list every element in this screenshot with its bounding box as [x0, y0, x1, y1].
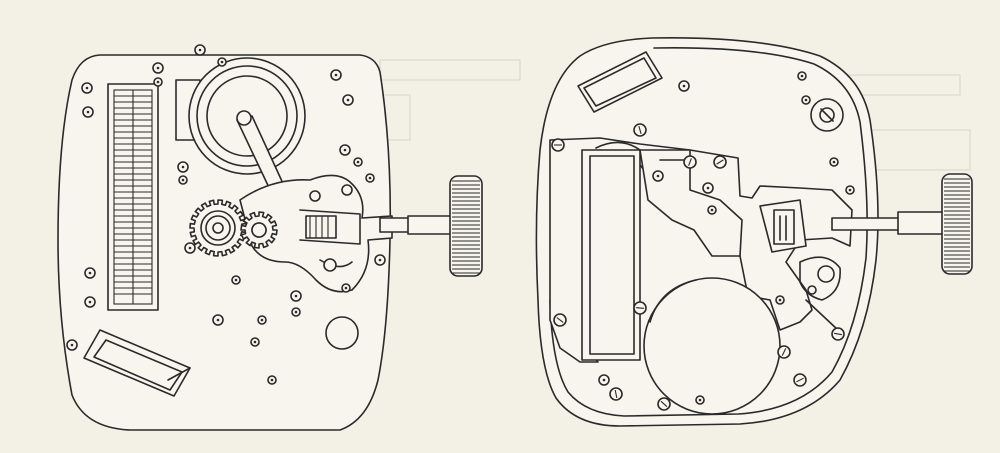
rotor-and-gears: [189, 199, 278, 257]
movement-dial-side: [57, 44, 483, 431]
left-stem-and-crown[interactable]: [379, 175, 483, 277]
jewel-center: [270, 378, 274, 382]
jewel-center: [378, 258, 382, 262]
jewel-center: [156, 80, 160, 84]
rotor-gear-hub: [200, 210, 236, 246]
jewel-center: [216, 318, 220, 322]
setting-mechanism: [759, 199, 841, 331]
screw-slot: [638, 126, 642, 134]
jewel-center: [220, 60, 224, 64]
jewel-center: [682, 84, 686, 88]
right-crown[interactable]: [941, 173, 973, 275]
jewel-center: [86, 110, 90, 114]
screw-slot: [796, 377, 804, 383]
left-screws-and-jewels: [66, 44, 386, 385]
jewel-center: [602, 378, 606, 382]
screw-slot: [833, 332, 843, 336]
jewel-center: [368, 176, 372, 180]
plate-lever: [639, 149, 743, 257]
jewel-center: [294, 294, 298, 298]
battery: [643, 277, 781, 415]
jewel-center: [88, 300, 92, 304]
jewel-center: [848, 188, 852, 192]
jewel-center: [656, 174, 660, 178]
jewel-center: [800, 74, 804, 78]
battery-compartment: [83, 329, 191, 397]
jewel-center: [294, 310, 298, 314]
screw-slot: [556, 317, 564, 323]
detent-teeth: [305, 215, 337, 239]
screw-slot: [660, 400, 668, 408]
jewel-center: [85, 86, 89, 90]
jewel-center: [88, 271, 92, 275]
left-crown[interactable]: [449, 175, 483, 277]
jewel-center: [181, 165, 185, 169]
screw-slot: [635, 307, 645, 309]
jewel-center: [804, 98, 808, 102]
jewel-center: [710, 208, 714, 212]
right-jewels: [598, 71, 855, 405]
jewel-center: [343, 148, 347, 152]
jewel-center: [698, 398, 702, 402]
screw-slot: [716, 159, 724, 165]
jewel-center: [778, 298, 782, 302]
quartz-crystal: [581, 141, 641, 361]
jewel-center: [181, 178, 185, 182]
jewel-center: [253, 340, 257, 344]
right-screws: [551, 123, 845, 411]
jewel-center: [260, 318, 264, 322]
jewel-center: [156, 66, 160, 70]
screw-slot: [781, 348, 787, 356]
jewel-center: [356, 160, 360, 164]
jewel-center: [188, 246, 192, 250]
right-slot: [577, 51, 663, 113]
screw-large: [810, 98, 844, 132]
right-stem-and-crown[interactable]: [831, 173, 973, 275]
jewel-center: [344, 286, 348, 290]
jewel-center: [70, 343, 74, 347]
jewel-center: [334, 73, 338, 77]
jewel-center: [346, 98, 350, 102]
screw-slot: [614, 389, 618, 399]
coil-windings: [114, 90, 152, 304]
left-cutout: [325, 316, 359, 350]
coil-block: [107, 83, 159, 311]
jewel-center: [832, 160, 836, 164]
screw-slot: [688, 158, 692, 166]
jewel-center: [706, 186, 710, 190]
movement-battery-side: [535, 37, 973, 427]
jewel-center: [234, 278, 238, 282]
jewel-center: [198, 48, 202, 52]
stepping-motor-coil: [175, 57, 306, 197]
